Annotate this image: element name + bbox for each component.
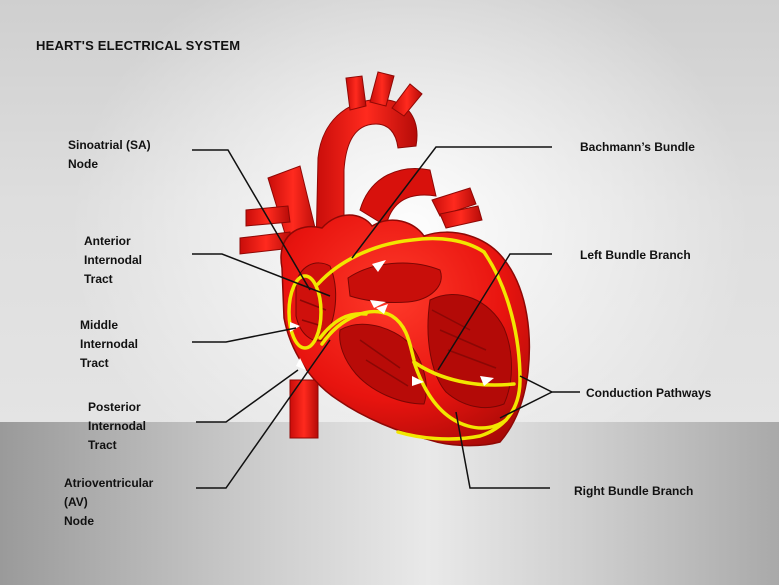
label-middle-internodal: Middle Internodal Tract [80, 316, 138, 373]
pulmonary-vein-left-1 [246, 206, 290, 226]
label-bachmanns-bundle: Bachmann’s Bundle [580, 138, 695, 157]
leader-conduction-pathways-1 [520, 376, 580, 392]
diagram-title: HEART'S ELECTRICAL SYSTEM [36, 36, 240, 55]
label-av-line-1: Atrioventricular [64, 474, 153, 493]
label-av-node: Atrioventricular (AV) Node [64, 474, 153, 531]
label-anterior-line-1: Anterior [84, 232, 142, 251]
label-middle-line-3: Tract [80, 354, 138, 373]
label-anterior-internodal: Anterior Internodal Tract [84, 232, 142, 289]
label-posterior-internodal: Posterior Internodal Tract [88, 398, 146, 455]
label-middle-line-2: Internodal [80, 335, 138, 354]
inferior-vena-cava [290, 380, 318, 438]
aortic-branch-1 [346, 76, 366, 110]
label-conduction-pathways: Conduction Pathways [586, 384, 711, 403]
label-anterior-line-3: Tract [84, 270, 142, 289]
label-av-line-2: (AV) [64, 493, 153, 512]
aortic-branch-3 [392, 84, 422, 116]
leader-posterior-internodal [196, 370, 298, 422]
label-middle-line-1: Middle [80, 316, 138, 335]
label-left-bundle-branch: Left Bundle Branch [580, 246, 691, 265]
label-sa-node-line-1: Sinoatrial (SA) [68, 136, 151, 155]
label-posterior-line-2: Internodal [88, 417, 146, 436]
label-posterior-line-3: Tract [88, 436, 146, 455]
label-av-line-3: Node [64, 512, 153, 531]
label-posterior-line-1: Posterior [88, 398, 146, 417]
label-sa-node-line-2: Node [68, 155, 151, 174]
label-sa-node: Sinoatrial (SA) Node [68, 136, 151, 174]
label-right-bundle-branch: Right Bundle Branch [574, 482, 693, 501]
leader-middle-internodal [192, 328, 296, 342]
label-anterior-line-2: Internodal [84, 251, 142, 270]
